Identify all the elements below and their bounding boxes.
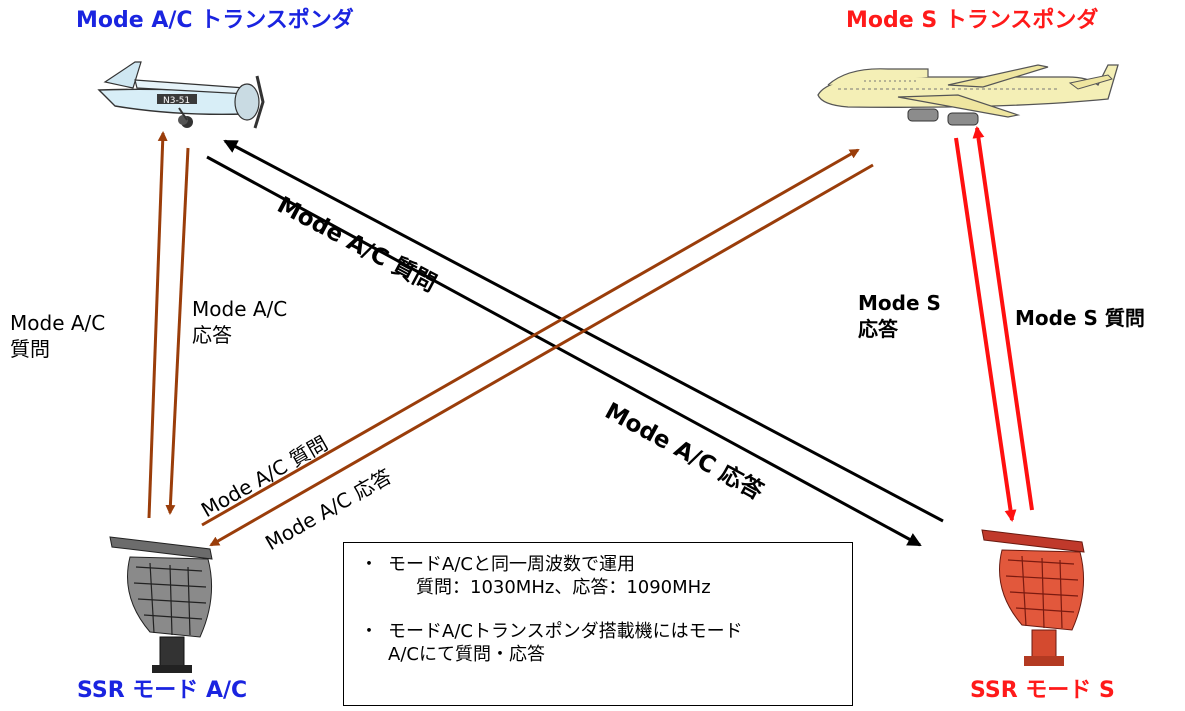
title-ssr-s: SSR モード S bbox=[970, 678, 1115, 703]
arrow-left-reply bbox=[165, 147, 190, 515]
title-s-transponder: Mode S トランスポンダ bbox=[846, 8, 1099, 33]
label-right-reply: Mode S 応答 bbox=[858, 291, 941, 341]
svg-text:N3-51: N3-51 bbox=[163, 96, 190, 106]
label-left-interrogation: Mode A/C 質問 bbox=[10, 311, 106, 361]
arrow-brown-interrogation bbox=[201, 148, 860, 527]
note-item-ac-transponder-cont: A/Cにて質問・応答 bbox=[388, 644, 545, 666]
bullet-icon: ・ bbox=[360, 554, 378, 575]
arrow-right-interrogation bbox=[972, 126, 1034, 511]
label-right-interrogation: Mode S 質問 bbox=[1015, 306, 1145, 330]
label-left-reply: Mode A/C 応答 bbox=[192, 297, 288, 347]
arrow-brown-reply bbox=[209, 163, 874, 547]
title-ac-transponder: Mode A/C トランスポンダ bbox=[76, 8, 354, 33]
note-item-ac-transponder: ・ モードA/Cトランスポンダ搭載機にはモード bbox=[360, 620, 743, 642]
arrow-black-reply bbox=[206, 155, 922, 547]
note-box: ・ モードA/Cと同一周波数で運用 質問：1030MHz、応答：1090MHz … bbox=[343, 542, 853, 706]
arrow-left-interrogation bbox=[147, 131, 168, 519]
title-ssr-ac: SSR モード A/C bbox=[77, 678, 248, 703]
bullet-icon: ・ bbox=[360, 620, 378, 642]
note-item-frequency: ・ モードA/Cと同一周波数で運用 bbox=[360, 554, 635, 575]
note-item-frequency-detail: 質問：1030MHz、応答：1090MHz bbox=[416, 577, 711, 599]
arrow-right-reply bbox=[954, 137, 1017, 522]
